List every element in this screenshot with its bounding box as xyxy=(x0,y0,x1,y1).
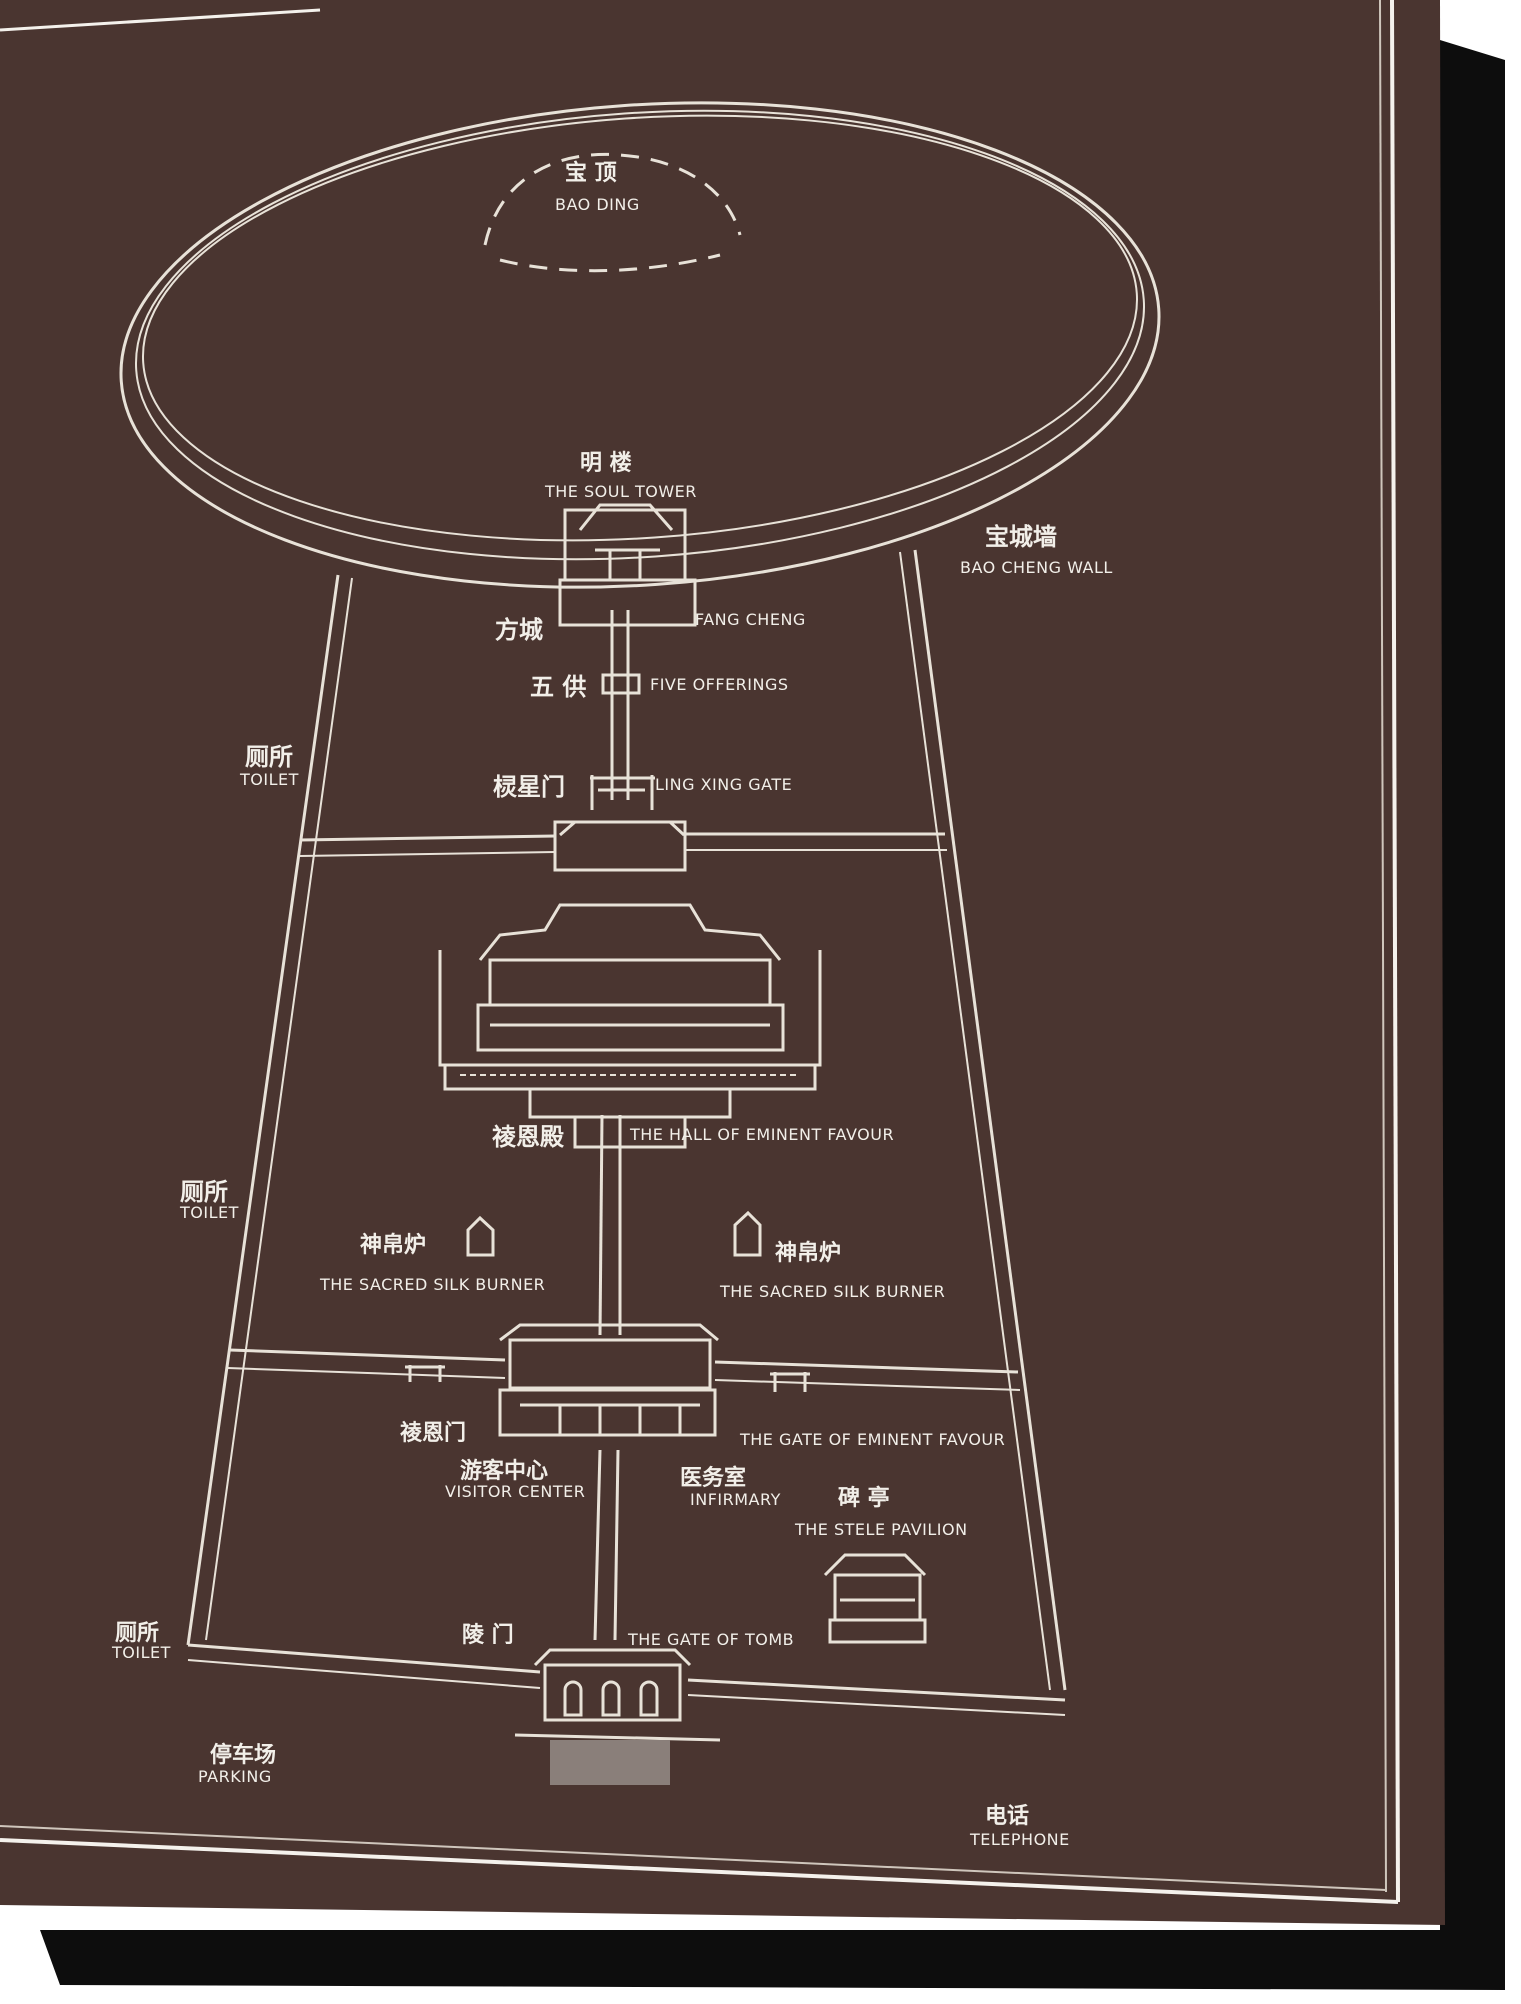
board-frame-right xyxy=(1390,0,1400,1903)
label-toilet-top-en: TOILET xyxy=(239,770,299,789)
label-parking-zh: 停车场 xyxy=(210,1742,276,1768)
label-visitor-center: 游客中心 VISITOR CENTER xyxy=(445,1458,585,1501)
enclosure-right-wall-inner xyxy=(899,551,1051,1691)
label-telephone-zh: 电话 xyxy=(985,1804,1029,1829)
board-frame-bottom xyxy=(0,1838,1399,1904)
enclosure-bottom-wall-inner-2 xyxy=(687,1694,1066,1716)
enclosure-bottom-wall xyxy=(187,1643,541,1674)
side-gate-left-icon xyxy=(405,1365,445,1382)
enclosure-left-wall-inner xyxy=(205,577,353,1641)
label-soul-tower-zh: 明 楼 xyxy=(580,451,632,476)
label-soul-tower-en: THE SOUL TOWER xyxy=(544,482,697,501)
label-medical: 医务室 INFIRMARY xyxy=(680,1465,781,1509)
label-toilet-bottom: 厕所 TOILET xyxy=(111,1621,171,1662)
enclosure-bottom-wall-inner xyxy=(187,1659,541,1689)
label-ling-xing-en: LING XING GATE xyxy=(655,775,792,794)
ling-xing-gate-icon xyxy=(590,775,655,810)
label-burner-right-zh: 神帛炉 xyxy=(775,1240,841,1266)
label-toilet-mid-zh: 厕所 xyxy=(180,1178,228,1206)
label-bao-cheng-en: BAO CHENG WALL xyxy=(960,558,1113,577)
enclosure-right-wall xyxy=(913,549,1067,1691)
label-hall-zh: 祾恩殿 xyxy=(492,1123,565,1151)
label-stele-zh: 碑 亭 xyxy=(838,1485,890,1511)
bao-cheng-wall-inner xyxy=(134,109,1146,561)
cross-wall-upper-b xyxy=(299,851,556,857)
silk-burner-right-icon xyxy=(733,1210,762,1257)
label-stele-en: THE STELE PAVILION xyxy=(794,1520,968,1539)
central-path-low xyxy=(593,1449,602,1641)
five-offerings-icon xyxy=(601,673,641,695)
label-fang-cheng-zh: 方城 xyxy=(495,616,543,644)
label-visitor-en: VISITOR CENTER xyxy=(445,1482,585,1501)
label-medical-zh: 医务室 xyxy=(680,1465,746,1491)
label-visitor-zh: 游客中心 xyxy=(460,1458,548,1484)
label-toilet-top-zh: 厕所 xyxy=(245,743,293,771)
central-path-mid xyxy=(598,1114,604,1336)
label-five-offerings-en: FIVE OFFERINGS xyxy=(650,675,789,694)
label-tomb-gate-en: THE GATE OF TOMB xyxy=(627,1630,794,1649)
label-burner-left-en: THE SACRED SILK BURNER xyxy=(319,1275,545,1294)
label-gate-favour-en: THE GATE OF EMINENT FAVOUR xyxy=(739,1430,1005,1449)
central-path-low-b xyxy=(613,1449,620,1641)
label-toilet-bottom-en: TOILET xyxy=(111,1643,171,1662)
label-bao-ding: 宝 顶 BAO DING xyxy=(555,160,640,214)
label-burner-left-zh: 神帛炉 xyxy=(360,1232,426,1258)
label-soul-tower: 明 楼 THE SOUL TOWER xyxy=(544,451,697,501)
enclosure-bottom-wall-2 xyxy=(687,1678,1066,1702)
soul-tower-roof xyxy=(578,503,674,580)
label-bao-cheng: 宝城墙 BAO CHENG WALL xyxy=(960,523,1113,577)
cross-wall-lower-r xyxy=(714,1360,1019,1374)
tomb-gate-icon xyxy=(514,1648,721,1742)
label-bao-cheng-zh: 宝城墙 xyxy=(985,523,1057,551)
cross-wall-lower xyxy=(229,1348,506,1362)
label-toilet-bottom-zh: 厕所 xyxy=(115,1621,159,1646)
label-bao-ding-en: BAO DING xyxy=(555,195,640,214)
board-background xyxy=(0,0,1445,1925)
label-tomb-gate-zh: 陵 门 xyxy=(462,1622,514,1648)
bao-ding-mound xyxy=(483,152,742,273)
bao-cheng-wall-rim xyxy=(141,114,1139,542)
side-gate-right-icon xyxy=(770,1372,810,1392)
label-parking: 停车场 PARKING xyxy=(198,1742,276,1786)
cross-wall-lower-b xyxy=(227,1367,506,1379)
label-telephone: 电话 TELEPHONE xyxy=(969,1804,1070,1849)
label-toilet-mid-en: TOILET xyxy=(179,1203,239,1222)
label-parking-en: PARKING xyxy=(198,1767,272,1786)
stele-pavilion-icon xyxy=(823,1553,927,1644)
label-fang-cheng-en: FANG CHENG xyxy=(695,610,806,629)
enclosure-left-wall xyxy=(186,574,340,1646)
label-five-offerings-zh: 五 供 xyxy=(530,673,586,701)
label-hall-en: THE HALL OF EMINENT FAVOUR xyxy=(629,1125,894,1144)
label-medical-en: INFIRMARY xyxy=(690,1490,781,1509)
bao-cheng-wall-outer xyxy=(119,101,1161,589)
ling-xing-gate-roof xyxy=(559,820,686,837)
cross-wall-upper xyxy=(299,834,556,842)
tomb-gate-steps xyxy=(550,1740,670,1785)
board-frame-right-inner xyxy=(1379,0,1387,1893)
fang-cheng-icon xyxy=(558,578,697,627)
label-toilet-mid: 厕所 TOILET xyxy=(179,1178,239,1222)
label-toilet-top: 厕所 TOILET xyxy=(239,743,299,789)
hall-eminent-favour-icon xyxy=(438,903,822,1149)
board-frame-bottom-inner xyxy=(0,1825,1387,1891)
board-frame xyxy=(0,8,321,32)
label-telephone-en: TELEPHONE xyxy=(969,1830,1070,1849)
gate-eminent-favour-icon xyxy=(498,1323,719,1437)
silk-burner-left-icon xyxy=(466,1215,495,1257)
label-bao-ding-zh: 宝 顶 xyxy=(565,160,617,186)
label-burner-right-en: THE SACRED SILK BURNER xyxy=(719,1282,945,1301)
cross-wall-lower-r-b xyxy=(714,1379,1021,1391)
label-gate-favour-zh: 祾恩门 xyxy=(400,1420,466,1446)
label-ling-xing-zh: 棂星门 xyxy=(493,773,565,801)
